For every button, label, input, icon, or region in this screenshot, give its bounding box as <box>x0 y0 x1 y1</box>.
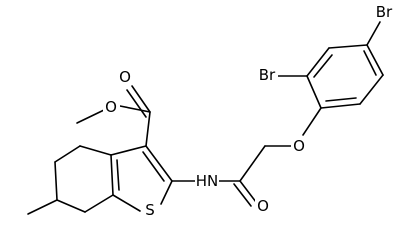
bond-ring-c2-c3 <box>306 47 330 77</box>
structure-diagram: O O HN S O O Br Br <box>27 3 395 219</box>
bond-ether-oxygen-ring <box>302 107 322 136</box>
bond-oxygen-ester-carbon <box>119 105 151 113</box>
atom-labels: O O HN S O O Br Br <box>103 3 395 219</box>
bond-c3-c2-inner <box>142 151 165 182</box>
amide-carbonyl-oxygen-label: O <box>257 197 269 215</box>
bond-c4-c5 <box>54 145 81 163</box>
bond-c6-c7 <box>56 199 86 213</box>
bond-c6-methyl <box>27 199 58 215</box>
bond-c7-c7a <box>84 194 114 213</box>
bond-c3a-c7a-inner <box>116 159 120 191</box>
bond-c3a-c7a <box>110 154 114 196</box>
bond-c3-c3a <box>110 145 147 156</box>
bond-sulfur-c7a <box>112 194 141 212</box>
bond-c5-c6 <box>54 161 58 201</box>
ortho-bromine-label: Br <box>259 66 276 84</box>
bond-ring-c6-c1-inner <box>325 97 357 102</box>
bond-c3a-c4 <box>79 145 112 156</box>
ester-carbonyl-oxygen-label: O <box>119 68 131 86</box>
amide-nitrogen-label: HN <box>196 172 219 190</box>
bond-ring-c2-c3-inner <box>313 54 333 78</box>
bond-carbonyl-ch2 <box>239 145 266 182</box>
bond-methyl-oxygen <box>76 109 105 124</box>
ether-oxygen-label: O <box>293 137 305 155</box>
ester-oxygen-label: O <box>105 98 117 116</box>
bond-ring-c4-c5 <box>366 44 384 76</box>
para-bromine-label: Br <box>376 3 393 21</box>
bond-amide-carbonyl-outer <box>239 180 257 203</box>
bond-carbonyl-outer <box>131 85 151 113</box>
bonds <box>27 21 384 215</box>
bond-c3-c2 <box>145 145 173 182</box>
bond-carbonyl-inner <box>126 89 147 118</box>
bond-amide-carbonyl-inner <box>233 183 252 207</box>
bond-ring-c3-c4 <box>328 44 368 49</box>
bond-ring-c6-c1 <box>320 103 361 109</box>
bond-c2-sulfur <box>160 180 173 205</box>
bond-para-bromine <box>366 21 381 46</box>
bond-ring-c4-c5-inner <box>363 50 377 76</box>
sulfur-label: S <box>145 201 155 219</box>
bond-ring-c1-c2 <box>306 75 322 109</box>
bond-ring-c5-c6 <box>359 74 384 105</box>
bond-ester-carbon-ring <box>145 111 151 147</box>
